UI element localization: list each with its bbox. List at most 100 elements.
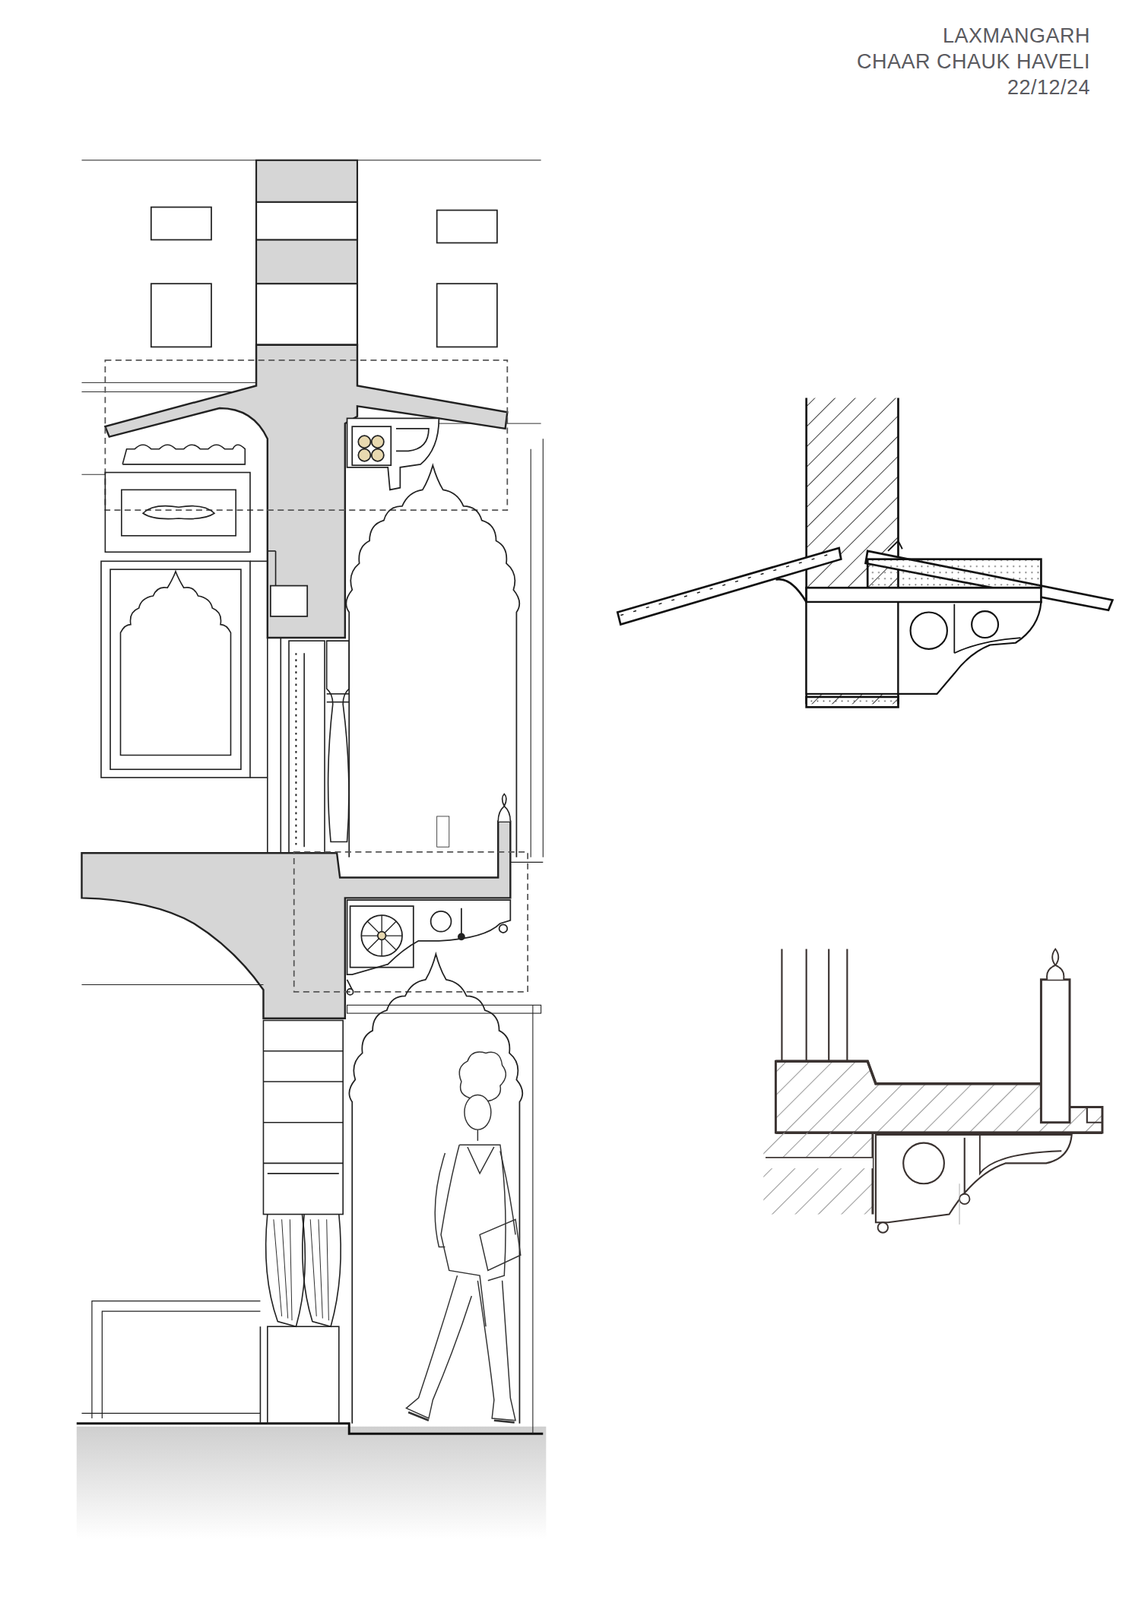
left-jharokha	[104, 472, 251, 553]
floor-slab-section	[81, 984, 264, 986]
chajja-detail	[910, 611, 948, 649]
left-jharokha	[142, 506, 215, 520]
left-jharokha	[250, 561, 268, 563]
slab-detail	[871, 1132, 874, 1215]
slab-detail	[959, 1194, 970, 1205]
title-text: 22/12/24	[856, 74, 1091, 101]
lower-arch	[532, 1005, 533, 1434]
chajja-detail	[867, 559, 1041, 589]
title-block: LAXMANGARHCHAAR CHAUK HAVELI22/12/24	[856, 22, 1091, 101]
middle-column	[294, 653, 297, 847]
person-figure	[434, 1153, 445, 1248]
chajja-detail	[806, 602, 899, 695]
upper-storey	[81, 382, 257, 384]
chajja-detail	[620, 551, 838, 616]
lower-left-panel	[81, 1301, 261, 1419]
ground-line	[76, 1423, 544, 1434]
lower-bracket	[499, 924, 508, 933]
middle-column	[279, 637, 282, 856]
lower-column	[267, 1326, 340, 1424]
lower-arch	[348, 954, 523, 1424]
left-jharokha	[120, 571, 232, 756]
chajja-detail	[617, 398, 1113, 708]
lower-column	[273, 1219, 329, 1321]
person-figure	[405, 1275, 472, 1419]
upper-arch	[542, 438, 544, 857]
left-jharokha	[101, 561, 251, 778]
middle-column	[267, 637, 349, 856]
floor-slab-section	[81, 793, 543, 1018]
lower-column	[302, 1214, 341, 1328]
lower-left-panel	[81, 1413, 261, 1415]
middle-column	[266, 637, 269, 856]
upper-bracket	[358, 449, 371, 462]
person-figure	[479, 1219, 521, 1271]
chajja-detail	[806, 697, 899, 708]
slab-detail	[780, 949, 783, 1063]
lower-bracket	[460, 908, 463, 935]
middle-column	[326, 693, 350, 695]
slab-detail	[959, 1183, 961, 1225]
chajja-detail	[887, 541, 903, 552]
upper-storey	[151, 207, 212, 241]
lower-arch	[347, 1005, 542, 1014]
slab-detail	[763, 1158, 873, 1169]
detail-callout-box	[104, 360, 508, 511]
lower-bracket	[431, 911, 452, 933]
lower-arch	[347, 954, 542, 1434]
middle-column	[303, 653, 305, 847]
lower-column	[266, 1214, 306, 1328]
chajja-detail	[806, 398, 899, 705]
chajja-detail	[806, 587, 1042, 603]
upper-bracket	[351, 426, 391, 466]
lower-bracket	[347, 900, 511, 996]
floor-slab-section	[81, 821, 511, 1019]
upper-storey	[437, 210, 498, 244]
person-figure	[408, 1412, 515, 1423]
upper-bracket	[371, 449, 384, 462]
upper-storey	[151, 283, 212, 347]
middle-column	[326, 701, 350, 704]
slab-detail	[805, 949, 808, 1063]
title-text: LAXMANGARH	[856, 22, 1091, 49]
upper-bracket	[371, 435, 384, 448]
detail-callout-box	[294, 852, 528, 993]
upper-chajja-section	[270, 586, 308, 617]
upper-chajja-section	[275, 551, 277, 587]
person-figure	[459, 1052, 506, 1102]
slab-detail	[963, 1138, 966, 1195]
left-jharokha	[81, 474, 105, 476]
upper-chajja-section	[267, 550, 276, 552]
floor-slab-section	[497, 793, 511, 822]
lower-bracket	[361, 915, 403, 957]
chajja-detail	[954, 604, 1021, 654]
slab-detail	[763, 1132, 874, 1215]
slab-detail	[775, 1061, 1041, 1085]
upper-bracket	[347, 418, 440, 490]
left-jharokha	[250, 776, 268, 779]
upper-storey	[256, 283, 358, 346]
left-jharokha	[122, 444, 245, 465]
middle-column	[326, 640, 350, 842]
left-jharokha	[110, 569, 241, 770]
lower-column	[263, 1122, 343, 1124]
lower-bracket	[347, 989, 354, 996]
lower-bracket	[458, 933, 465, 940]
chajja-detail	[897, 602, 1041, 695]
slab-detail	[1046, 949, 1064, 980]
slab-detail	[903, 1143, 945, 1185]
slab-detail	[878, 1222, 888, 1233]
chajja-detail	[775, 579, 806, 603]
upper-arch	[437, 816, 450, 847]
upper-storey	[256, 160, 358, 348]
slab-detail	[875, 1135, 1072, 1223]
lower-column	[260, 1326, 262, 1424]
lower-left-panel	[91, 1301, 261, 1419]
person-figure	[477, 1129, 479, 1142]
left-jharokha	[81, 444, 267, 778]
upper-bracket	[396, 428, 429, 452]
lower-left-panel	[101, 1311, 261, 1419]
lower-bracket	[350, 906, 414, 968]
ground	[76, 1423, 547, 1540]
person-figure	[405, 1052, 521, 1423]
